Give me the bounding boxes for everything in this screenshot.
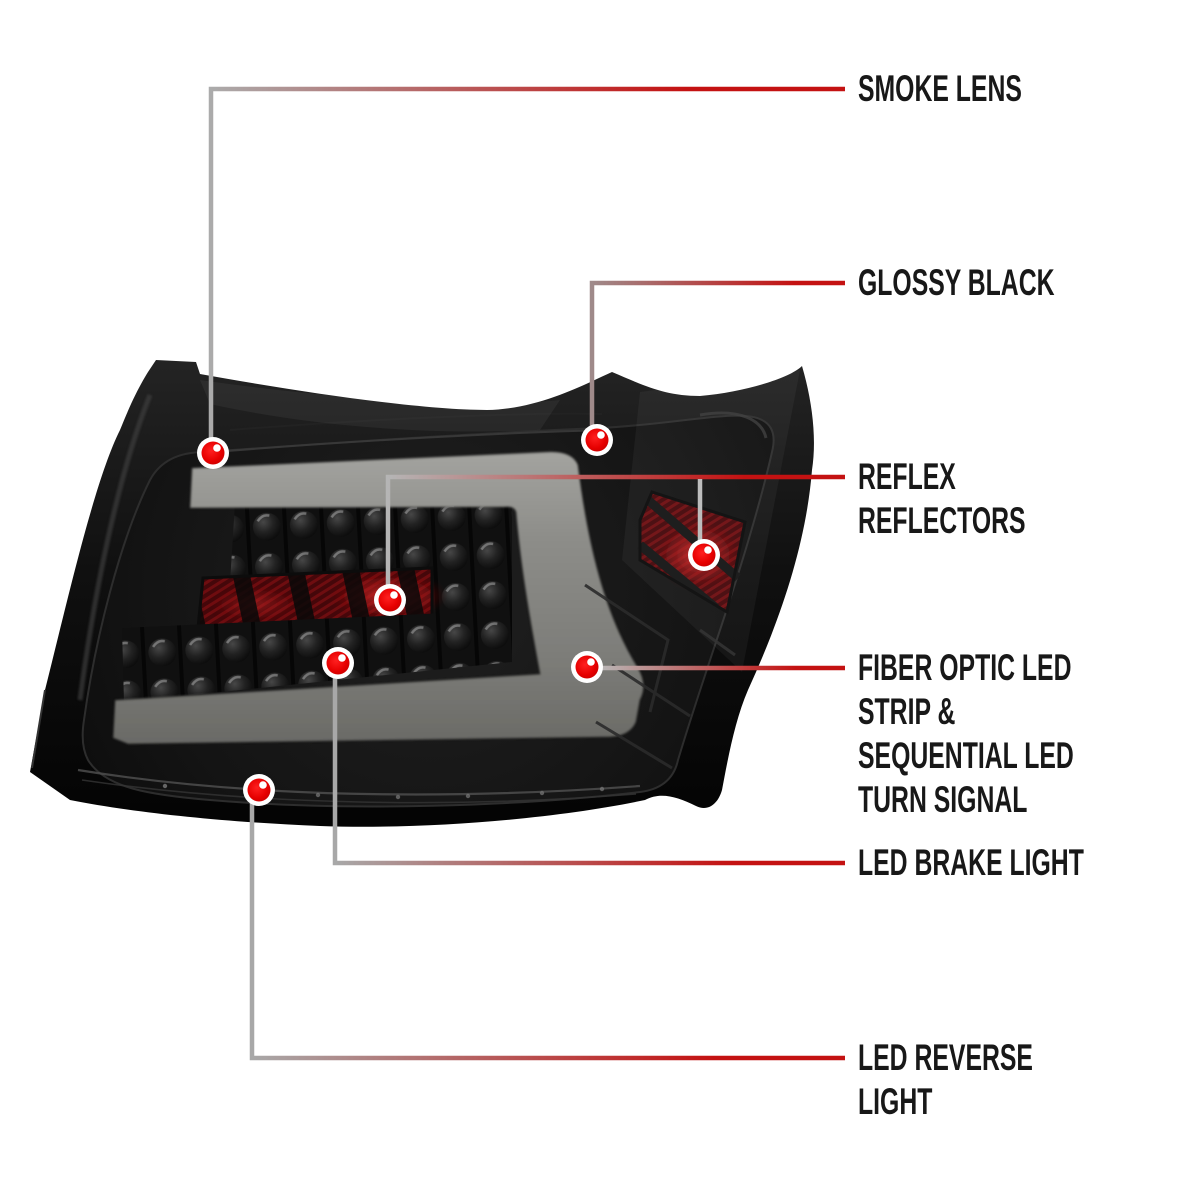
- callout-dot-fiber-optic: [571, 651, 603, 683]
- light-bar: [112, 451, 645, 745]
- callout-dot-smoke-lens: [197, 437, 229, 469]
- label-smoke-lens: SMOKE LENS: [858, 68, 1022, 109]
- label-reflex-reflectors: REFLEX REFLECTORS: [858, 456, 1026, 541]
- label-fiber-optic: FIBER OPTIC LED STRIP & SEQUENTIAL LED T…: [858, 647, 1074, 820]
- callout-dot-reflex-right: [688, 539, 720, 571]
- bottom-lens-streaks: [77, 768, 641, 804]
- gloss-highlight-top: [200, 380, 560, 432]
- callout-dots: [197, 424, 720, 806]
- callout-lines: [208, 86, 845, 1061]
- gloss-highlight: [622, 370, 800, 672]
- led-array-lower: [122, 610, 512, 702]
- callout-line-led-reverse: [249, 798, 845, 1061]
- callout-dot-led-reverse: [243, 774, 275, 806]
- label-led-reverse: LED REVERSE LIGHT: [858, 1037, 1033, 1122]
- callout-dot-led-brake: [322, 647, 354, 679]
- callout-line-glossy-black: [589, 280, 845, 432]
- callout-line-smoke-lens: [208, 86, 845, 448]
- label-glossy-black: GLOSSY BLACK: [858, 262, 1055, 303]
- callout-line-led-brake: [332, 674, 845, 866]
- label-led-brake: LED BRAKE LIGHT: [858, 842, 1084, 883]
- turn-signal-facets: [584, 583, 736, 770]
- callout-line-reflex-reflectors: [385, 474, 845, 592]
- callout-dot-reflex-left: [374, 584, 406, 616]
- callout-dot-glossy-black: [581, 424, 613, 456]
